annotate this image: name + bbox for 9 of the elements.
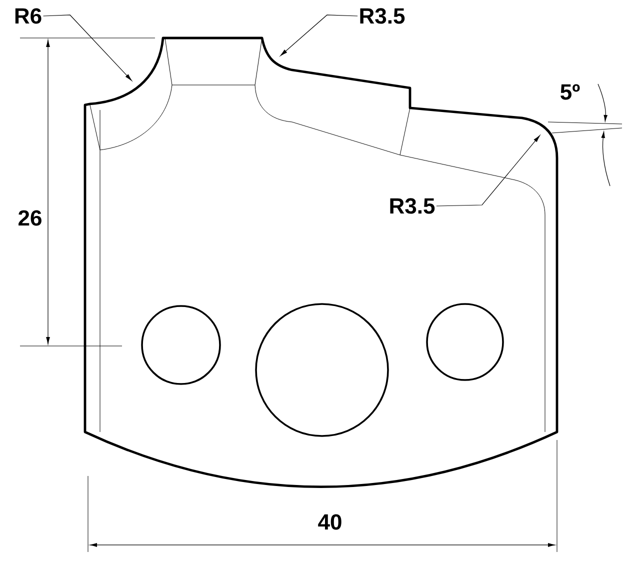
dimension-label: 26: [18, 210, 42, 226]
radius-label: R3.5: [360, 8, 405, 24]
leader-line: [280, 14, 358, 56]
leader-line: [436, 135, 540, 206]
dimension-label: 40: [318, 514, 342, 530]
radius-label: R3.5: [390, 198, 435, 214]
radius-label: R6: [15, 8, 42, 24]
leader-line: [42, 14, 132, 81]
dimension-label: 5º: [560, 84, 580, 100]
